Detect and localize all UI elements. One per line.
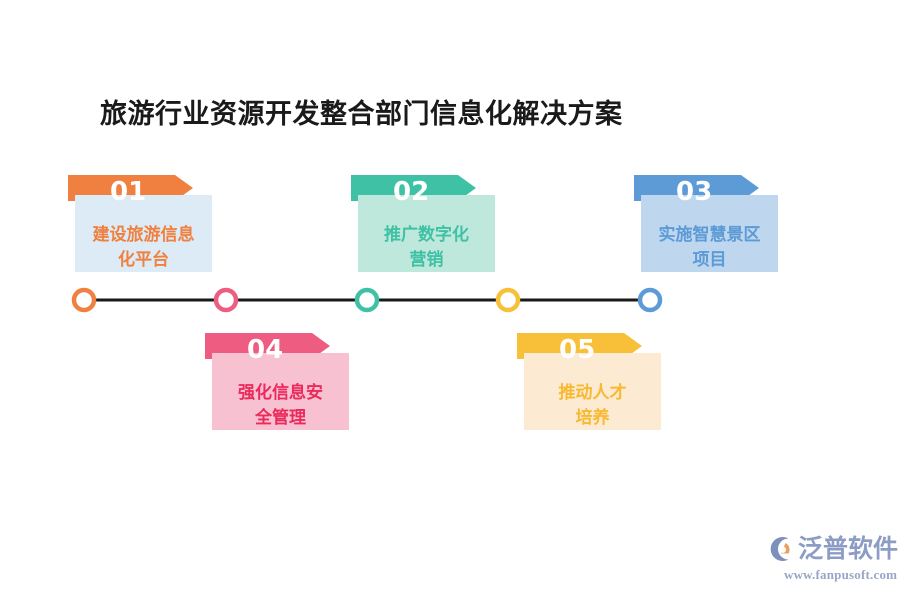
- card-01-banner: [68, 175, 193, 201]
- logo-brand-text: 泛普软件: [798, 534, 899, 563]
- brand-logo: 泛普软件 www.fanpusoft.com: [766, 534, 898, 586]
- card-04-body: 强化信息安全管理: [212, 353, 349, 430]
- card-01-number: 01: [110, 177, 147, 207]
- card-05-text-line-2: 培养: [575, 408, 610, 428]
- logo-row: 泛普软件: [766, 534, 898, 564]
- fanpu-logo-icon: [770, 537, 790, 561]
- timeline-node-4[interactable]: [495, 287, 521, 313]
- card-03-text-line-2: 项目: [692, 250, 727, 270]
- page-title: 旅游行业资源开发整合部门信息化解决方案: [100, 99, 623, 130]
- timeline-node-3[interactable]: [354, 287, 380, 313]
- card-03-number: 03: [676, 177, 713, 207]
- card-03-banner-shape: [634, 175, 759, 201]
- card-02-text-line-1: 推广数字化: [384, 225, 469, 245]
- timeline-node-5[interactable]: [637, 287, 663, 313]
- logo-url-text: www.fanpusoft.com: [784, 567, 898, 582]
- card-04-number: 04: [247, 335, 284, 365]
- card-02-text-line-2: 营销: [409, 250, 444, 270]
- card-05-banner-shape: [517, 333, 642, 359]
- card-01-body: 建设旅游信息化平台: [75, 195, 212, 272]
- card-04-banner-shape: [205, 333, 330, 359]
- card-02-body: 推广数字化营销: [358, 195, 495, 272]
- card-05-banner: [517, 333, 642, 359]
- timeline-node-2[interactable]: [213, 287, 239, 313]
- card-05-text-line-1: 推动人才: [558, 383, 627, 403]
- card-05-body: 推动人才培养: [524, 353, 661, 430]
- timeline-node-1[interactable]: [71, 287, 97, 313]
- card-03-body: 实施智慧景区项目: [641, 195, 778, 272]
- card-05-number: 05: [559, 335, 596, 365]
- card-02-banner: [351, 175, 476, 201]
- card-01-text-line-1: 建设旅游信息: [92, 225, 195, 245]
- card-04-text-line-1: 强化信息安: [238, 383, 323, 403]
- card-04-text-line-2: 全管理: [255, 408, 306, 428]
- card-03-banner: [634, 175, 759, 201]
- card-04-banner: [205, 333, 330, 359]
- card-01-banner-shape: [68, 175, 193, 201]
- card-02-banner-shape: [351, 175, 476, 201]
- card-01-text-line-2: 化平台: [118, 250, 169, 270]
- card-02-number: 02: [393, 177, 430, 207]
- card-03-text-line-1: 实施智慧景区: [658, 225, 761, 245]
